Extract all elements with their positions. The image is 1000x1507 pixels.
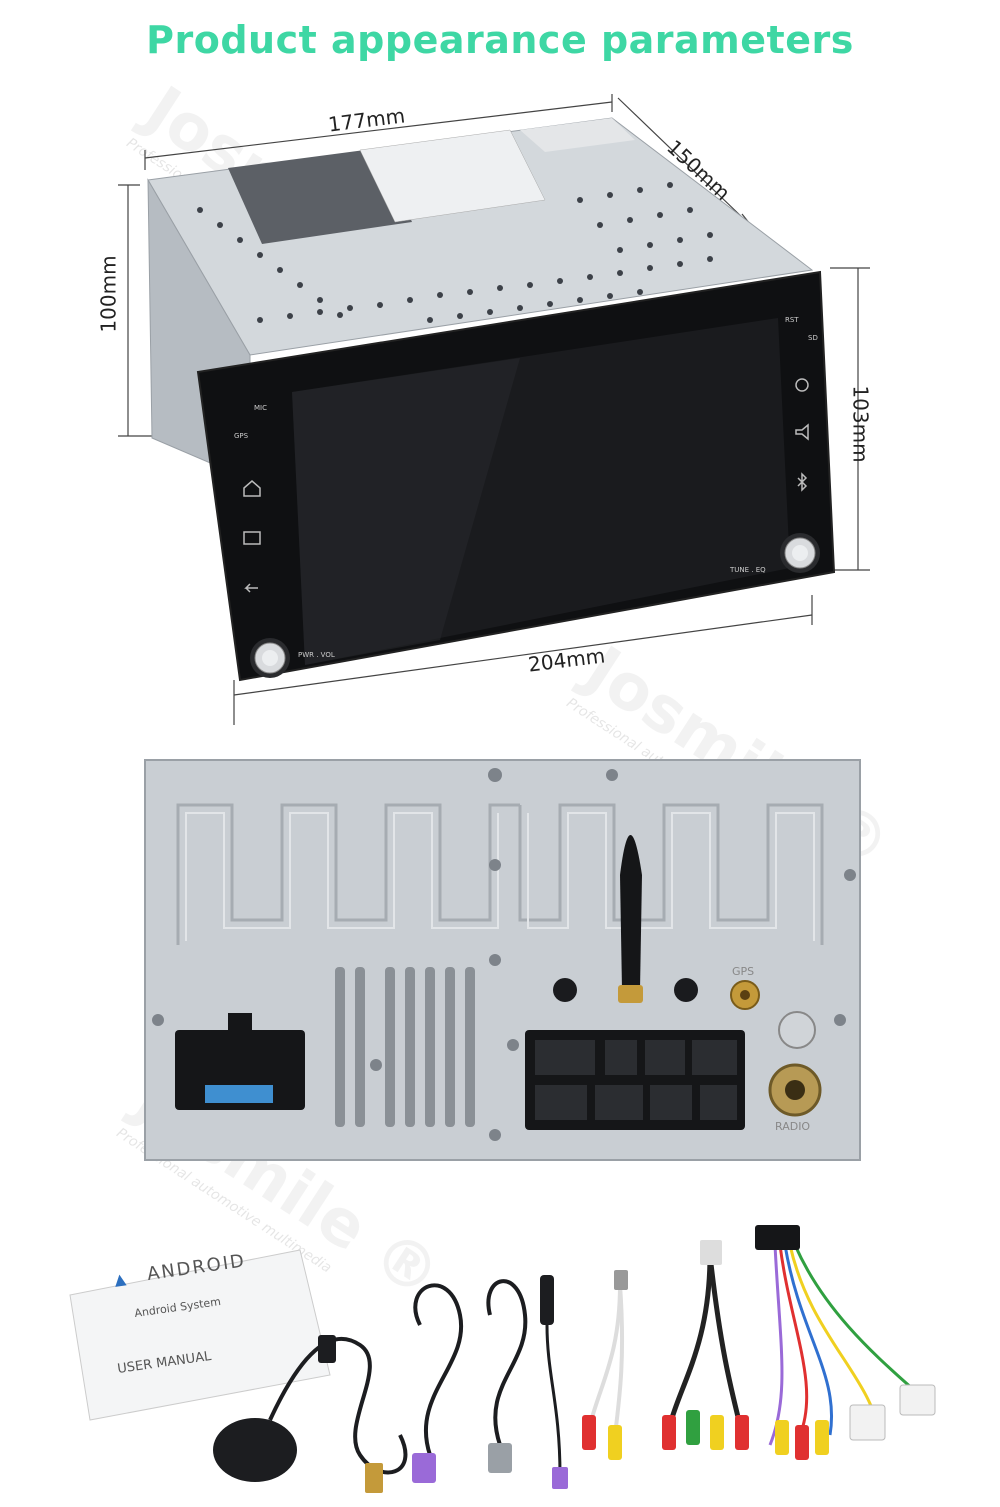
- heatsink: [176, 803, 824, 945]
- dimension-lines: [118, 94, 870, 725]
- gps-cable: [268, 1336, 408, 1475]
- usb-cable-1: [413, 1283, 464, 1456]
- wiring-harness: [755, 1225, 936, 1460]
- vent-slots: [335, 967, 475, 1127]
- right-buttons: [795, 378, 809, 492]
- head-unit-illustration: MIC GPS RST SD PWR . VOL TUNE . EQ: [118, 94, 870, 725]
- left-buttons: [243, 480, 261, 593]
- mute-icon: [795, 423, 809, 441]
- tune-eq-label: TUNE . EQ: [729, 566, 766, 574]
- knob-right: [780, 533, 820, 573]
- dim-chassis-height: 100mm: [96, 255, 121, 333]
- rca-harness-1: [582, 1270, 628, 1460]
- gps-antenna-puck: [213, 1418, 297, 1482]
- rst-label: RST: [785, 316, 799, 324]
- knob-left: [250, 638, 290, 678]
- antenna: [620, 835, 642, 990]
- mic-label: MIC: [254, 404, 267, 412]
- gps-label: GPS: [234, 432, 249, 440]
- back-icon: [244, 583, 258, 593]
- user-manual: [69, 1249, 331, 1421]
- gps-port-label: GPS: [732, 965, 754, 978]
- radio-port-label: RADIO: [775, 1120, 810, 1133]
- microphone: [540, 1275, 554, 1325]
- vent-holes: [197, 182, 713, 323]
- home-icon: [243, 480, 261, 497]
- radio-icon: [243, 531, 261, 545]
- screws: [152, 768, 856, 1141]
- manual-android-icon: ▲: [113, 1269, 127, 1288]
- sd-label: SD: [808, 334, 818, 342]
- rca-harness-2: [662, 1240, 749, 1450]
- back-panel-illustration: GPS RADIO: [144, 759, 861, 1161]
- bluetooth-icon: [797, 472, 808, 492]
- dim-panel-height: 103mm: [848, 385, 873, 463]
- fuse: [205, 1085, 273, 1103]
- navigation-icon: [795, 378, 809, 392]
- usb-cable-2: [486, 1279, 528, 1446]
- pwr-vol-label: PWR . VOL: [298, 651, 335, 659]
- accessories-illustration: ▲ ANDROID Android System USER MANUAL: [69, 1225, 936, 1493]
- page-title: Product appearance parameters: [146, 18, 854, 62]
